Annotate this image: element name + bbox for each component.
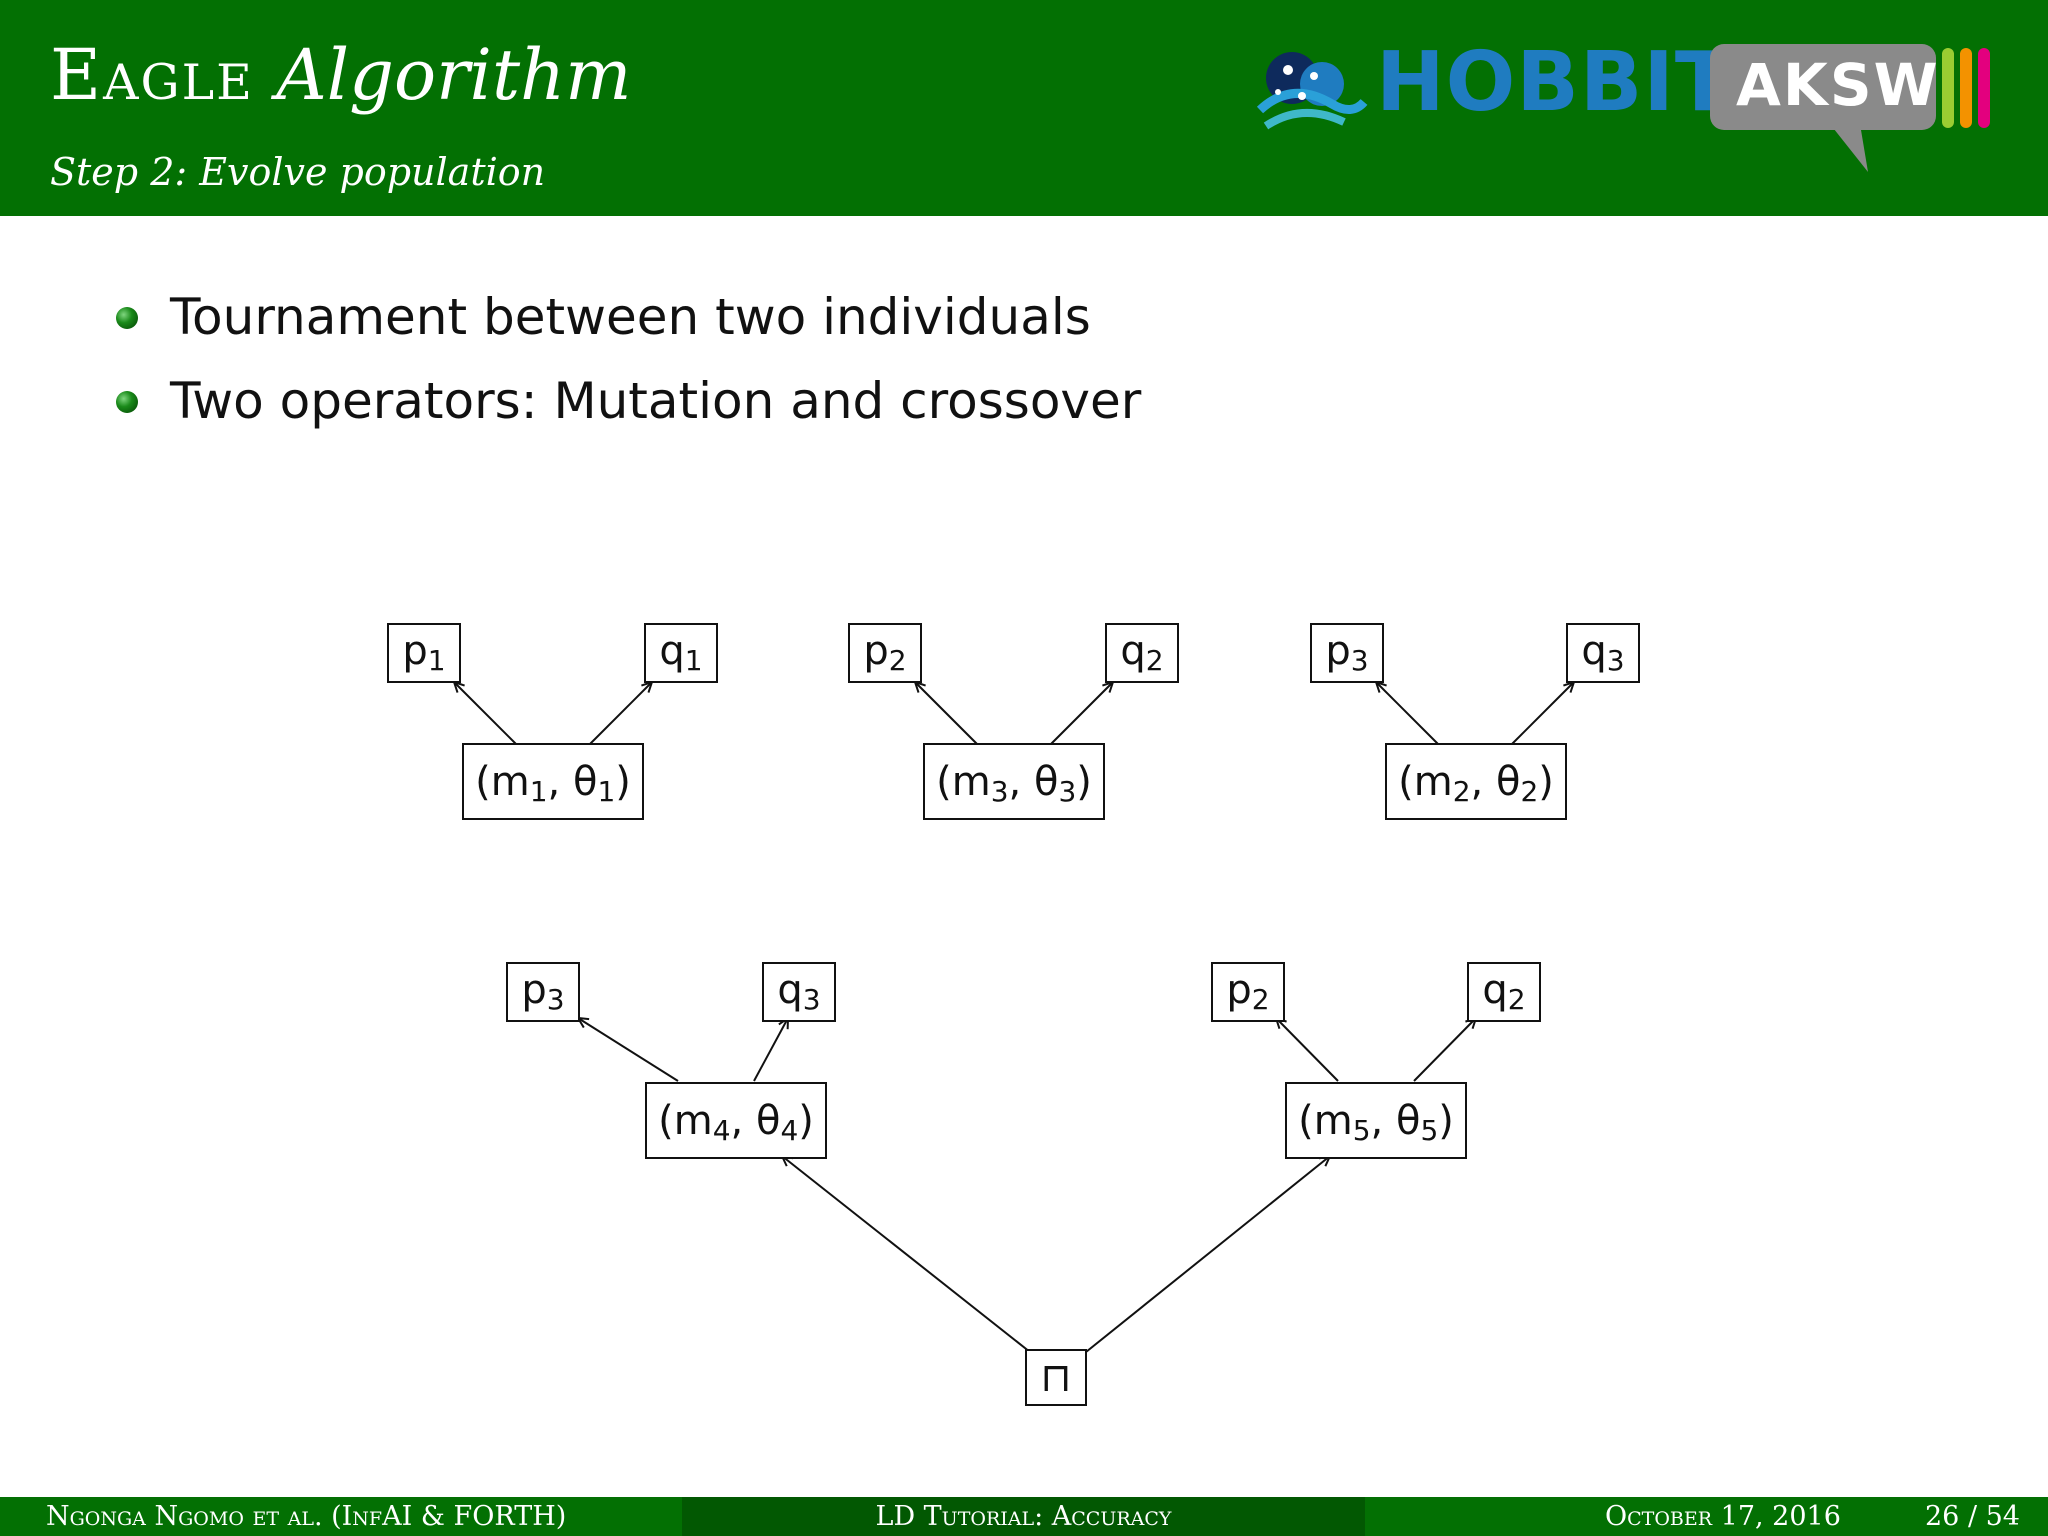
edge: [1511, 682, 1574, 745]
bullet-item: Two operators: Mutation and crossover: [112, 369, 1141, 453]
leaf-box: [848, 623, 922, 683]
title-part-2: Algorithm: [276, 34, 632, 116]
leaf-box: [506, 962, 580, 1022]
footer-talk-title: LD Tutorial: Accuracy: [682, 1497, 1365, 1536]
leaf-box: [1211, 962, 1285, 1022]
leaf-p2-label: p2: [1226, 967, 1269, 1016]
leaf-box: [1566, 623, 1640, 683]
hobbit-logo-text: HOBBIT: [1376, 35, 1732, 130]
edge: [782, 1156, 1031, 1353]
leaf-box: [644, 623, 718, 683]
root-meet-label: ⊓: [1040, 1355, 1071, 1401]
edge: [915, 682, 978, 745]
node-box: [462, 743, 644, 820]
edge: [753, 1018, 788, 1082]
bullet-list: Tournament between two individuals Two o…: [112, 285, 1141, 453]
hobbit-logo-icon: [1256, 52, 1368, 130]
edge: [589, 682, 652, 745]
bullet-icon: [116, 391, 138, 413]
edge: [578, 1018, 679, 1082]
node-box: [645, 1082, 827, 1159]
node-m5-theta5-label: (m5, θ5): [1298, 1098, 1454, 1147]
aksw-logo-icon: [1710, 44, 1990, 172]
footer-page-number: 26 / 54: [1925, 1501, 2020, 1532]
edge: [1276, 1018, 1339, 1082]
slide-title: Eagle Algorithm: [50, 40, 632, 110]
footer-date-page: October 17, 2016 26 / 54: [1365, 1497, 2048, 1536]
title-part-1: Eagle: [50, 34, 254, 116]
node-m4-theta4-label: (m4, θ4): [658, 1098, 814, 1147]
leaf-q3-label: q3: [777, 967, 820, 1016]
bullet-item: Tournament between two individuals: [112, 285, 1141, 369]
node-box: [1285, 1082, 1467, 1159]
crossover-tree-diagram: p1 q1 p2 q2 p3 q3 p3 q3 p2 q2 (m1, θ1) (…: [387, 623, 1640, 1406]
edge: [1050, 682, 1113, 745]
bullet-text: Two operators: Mutation and crossover: [170, 372, 1142, 430]
leaf-q3-label: q3: [1581, 628, 1624, 677]
slide-header: Eagle Algorithm Step 2: Evolve populatio…: [0, 0, 2048, 216]
leaf-q1-label: q1: [659, 628, 702, 677]
leaf-p3-label: p3: [521, 967, 564, 1016]
leaf-box: [1467, 962, 1541, 1022]
leaf-box: [1310, 623, 1384, 683]
node-m1-theta1-label: (m1, θ1): [475, 759, 631, 808]
leaf-p1-label: p1: [402, 628, 445, 677]
leaf-p2-label: p2: [863, 628, 906, 677]
footer-authors: Ngonga Ngomo et al. (InfAI & FORTH): [0, 1497, 682, 1536]
aksw-logo-text: AKSW: [1736, 51, 1940, 119]
leaf-box: [387, 623, 461, 683]
slide-footer: Ngonga Ngomo et al. (InfAI & FORTH) LD T…: [0, 1497, 2048, 1536]
node-m3-theta3-label: (m3, θ3): [936, 759, 1092, 808]
leaf-box: [1105, 623, 1179, 683]
leaf-box: [762, 962, 836, 1022]
slide-subtitle: Step 2: Evolve population: [50, 150, 546, 194]
leaf-q2-label: q2: [1120, 628, 1163, 677]
edge: [454, 682, 517, 745]
bullet-text: Tournament between two individuals: [170, 288, 1091, 346]
leaf-q2-label: q2: [1482, 967, 1525, 1016]
bullet-icon: [116, 307, 138, 329]
footer-date: October 17, 2016: [1605, 1501, 1841, 1532]
edge: [1413, 1018, 1476, 1082]
root-box: [1025, 1349, 1087, 1406]
leaf-p3-label: p3: [1325, 628, 1368, 677]
node-m2-theta2-label: (m2, θ2): [1398, 759, 1554, 808]
node-box: [923, 743, 1105, 820]
edge: [1376, 682, 1439, 745]
footer-authors-text: Ngonga Ngomo et al. (InfAI & FORTH): [46, 1501, 567, 1532]
node-box: [1385, 743, 1567, 820]
edge: [1085, 1156, 1330, 1353]
